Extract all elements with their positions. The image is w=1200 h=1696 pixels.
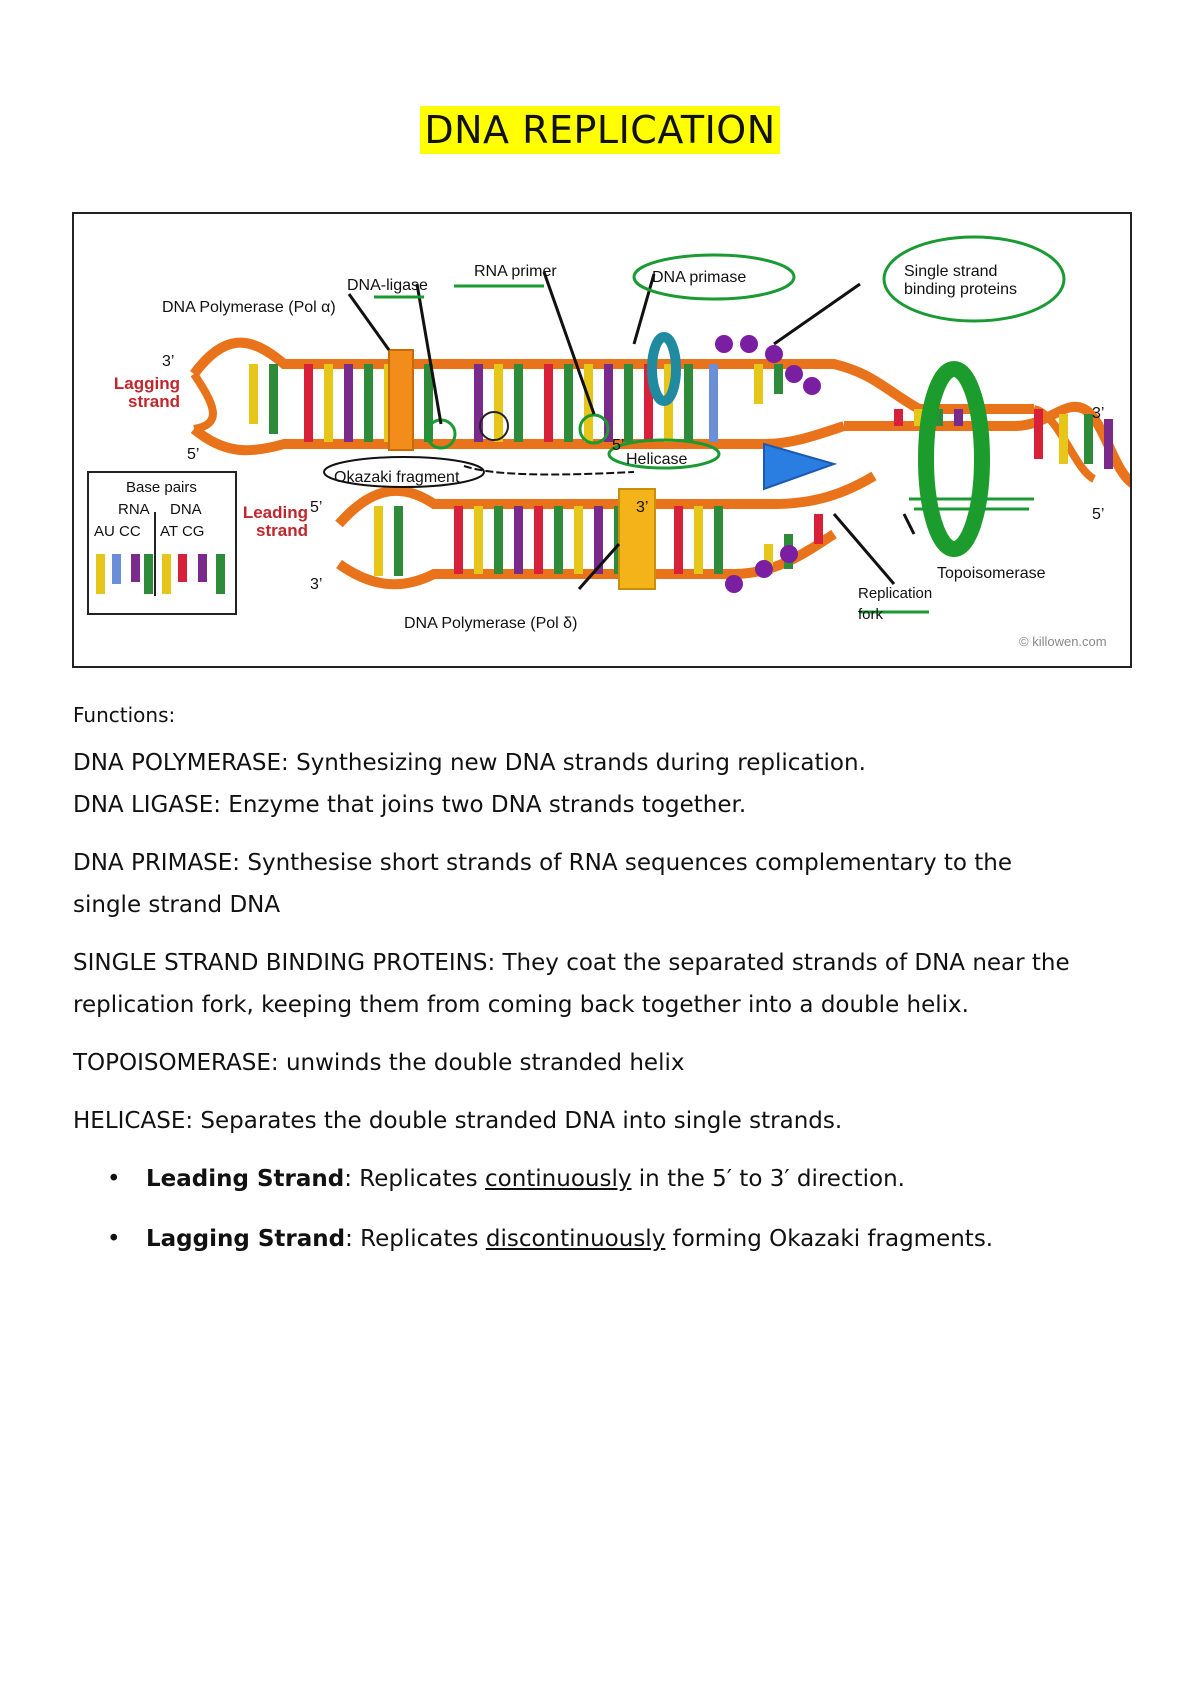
functions-heading: Functions: [73,703,176,727]
topoisomerase-enzyme [918,361,990,557]
dna-diagram: DNA-ligase RNA primer DNA primase Single… [87,235,1130,649]
label-pol-delta: DNA Polymerase (Pol δ) [404,615,577,632]
green-annotations [374,235,1066,614]
strand-list: Leading Strand: Replicates continuously … [73,1158,1133,1260]
label-dna-primase: DNA primase [652,269,746,286]
primase-enzyme [647,332,681,406]
legend-title: Base pairs [126,479,197,496]
functions-text: Functions: DNA POLYMERASE: Synthesizing … [73,694,1133,1278]
label-5-mid: 5’ [612,437,624,454]
lagging-word: discontinuously [485,1226,666,1252]
okazaki-marker-2 [479,411,509,441]
label-lagging-line2: strand [128,392,180,411]
okazaki-squiggle [463,465,635,476]
leading-post: in the 5′ to 3′ direction. [631,1166,905,1192]
okazaki-annotation [323,456,485,488]
label-ssb-line2: binding proteins [904,281,1017,298]
list-item-lagging: Lagging Strand: Replicates discontinuous… [73,1218,1133,1260]
label-3-top-left: 3’ [162,353,174,370]
label-ssb-line1: Single strand [904,263,997,280]
text-ssb-line2: replication fork, keeping them from comi… [73,992,969,1018]
legend-rna: RNA [118,501,150,518]
label-5-lower: 5’ [310,499,322,516]
label-pol-alpha: DNA Polymerase (Pol α) [162,299,336,316]
text-ligase: DNA LIGASE: Enzyme that joins two DNA st… [73,792,747,818]
label-rna-primer: RNA primer [474,263,557,280]
label-topoisomerase: Topoisomerase [937,565,1046,582]
legend-dna: DNA [170,501,202,518]
label-3-right: 3’ [1092,405,1104,422]
dna-replication-figure: DNA-ligase RNA primer DNA primase Single… [72,212,1132,668]
legend-dna-pairs: AT CG [160,523,204,540]
lagging-pre: : Replicates [345,1226,486,1252]
ssb-proteins [715,335,821,593]
leading-backbone-bottom [336,529,837,590]
page-title-wrap: DNA REPLICATION [0,106,1200,154]
lagging-post: forming Okazaki fragments. [665,1226,994,1252]
label-credit: © killowen.com [1019,634,1107,649]
callout-lines [347,271,916,590]
leading-pre: : Replicates [344,1166,485,1192]
label-fork-line1: Replication [858,585,932,602]
text-topoisomerase: TOPOISOMERASE: unwinds the double strand… [73,1050,685,1076]
label-dna-ligase: DNA-ligase [347,277,428,294]
text-primase-line1: DNA PRIMASE: Synthesise short strands of… [73,850,1013,876]
text-polymerase: DNA POLYMERASE: Synthesizing new DNA str… [73,750,866,776]
lagging-backbone-bottom [190,421,846,456]
label-fork-line2: fork [858,606,884,623]
left-helix-twist [190,371,217,433]
label-5-right: 5’ [1092,506,1104,523]
label-okazaki: Okazaki fragment [334,469,460,486]
leading-term: Leading Strand [146,1166,345,1192]
legend-swatches [96,554,225,594]
label-leading-line2: strand [256,521,308,540]
pol-delta-enzyme [618,488,656,590]
pol-alpha-enzyme [388,349,414,451]
lagging-backbone-top [190,337,1034,414]
label-3-lower: 3’ [310,576,322,593]
leading-word: continuously [484,1166,632,1192]
label-3-mid: 3’ [636,499,648,516]
helicase-enzyme [763,442,838,491]
list-item-leading: Leading Strand: Replicates continuously … [73,1158,1133,1200]
label-5-top-left: 5’ [187,446,199,463]
text-helicase: HELICASE: Separates the double stranded … [73,1108,843,1134]
text-primase-line2: single strand DNA [73,892,281,918]
label-leading-line1: Leading [243,503,308,522]
label-lagging-line1: Lagging [114,374,180,393]
label-helicase: Helicase [626,451,687,468]
legend-rna-pairs: AU CC [94,523,141,540]
leading-backbone-top [335,471,877,528]
text-ssb-line1: SINGLE STRAND BINDING PROTEINS: They coa… [73,950,1070,976]
primer-marker [578,413,610,445]
page-title: DNA REPLICATION [420,106,780,154]
lagging-term: Lagging Strand [146,1226,346,1252]
